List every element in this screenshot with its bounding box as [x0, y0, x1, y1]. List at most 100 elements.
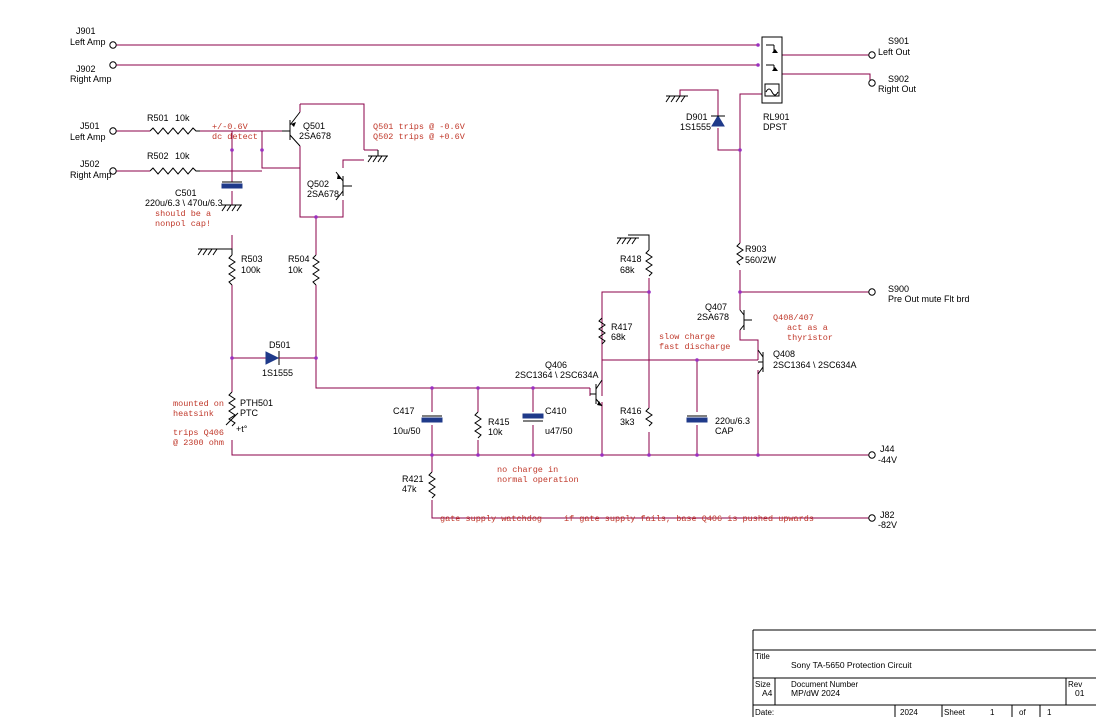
- ground-symbol: [367, 150, 388, 163]
- svg-text:Right Out: Right Out: [878, 84, 917, 94]
- capacitor-c417: C417 10u/50: [393, 406, 443, 436]
- title-value: Sony TA-5650 Protection Circuit: [791, 660, 912, 670]
- svg-text:Q408/407: Q408/407: [773, 313, 814, 323]
- svg-text:+/-0.6V: +/-0.6V: [212, 122, 249, 132]
- svg-text:10k: 10k: [488, 427, 503, 437]
- resistor-r418: R418 68k: [620, 249, 653, 277]
- svg-text:nonpol cap!: nonpol cap!: [155, 219, 211, 229]
- svg-text:68k: 68k: [611, 332, 626, 342]
- ground-symbol: [221, 204, 242, 212]
- title-label: Title: [755, 652, 770, 661]
- svg-text:S900: S900: [888, 284, 909, 294]
- svg-text:2SA678: 2SA678: [697, 312, 729, 322]
- connector-s900[interactable]: S900 Pre Out mute Flt brd: [868, 284, 970, 304]
- svg-text:R418: R418: [620, 254, 642, 264]
- connector-j502[interactable]: J502 Right Amp: [70, 159, 117, 180]
- svg-text:Q407: Q407: [705, 302, 727, 312]
- connector-s901[interactable]: S901 Left Out: [868, 36, 911, 59]
- svg-text:Q502: Q502: [307, 179, 329, 189]
- svg-text:10k: 10k: [175, 113, 190, 123]
- svg-text:S901: S901: [888, 36, 909, 46]
- svg-text:Q501 trips @ -0.6V: Q501 trips @ -0.6V: [373, 122, 466, 132]
- resistor-r903: R903 560/2W: [736, 242, 777, 266]
- date-label: Date:: [755, 708, 774, 717]
- of-label: of: [1019, 708, 1026, 717]
- resistor-r421: R421 47k: [402, 471, 436, 499]
- svg-text:J902: J902: [76, 64, 96, 74]
- thermistor-pth501: PTH501 PTC +t°: [225, 391, 273, 434]
- note-dc-detect: +/-0.6V dc detect: [212, 122, 258, 142]
- svg-text:-82V: -82V: [878, 520, 897, 530]
- svg-text:C501: C501: [175, 188, 197, 198]
- note-thyristor: Q408/407 act as a thyristor: [773, 313, 833, 343]
- svg-text:R421: R421: [402, 474, 424, 484]
- rev-value: 01: [1075, 688, 1085, 698]
- svg-text:S902: S902: [888, 74, 909, 84]
- svg-text:R417: R417: [611, 322, 633, 332]
- svg-text:1S1555: 1S1555: [262, 368, 293, 378]
- connector-j902[interactable]: J902 Right Amp: [70, 61, 117, 84]
- svg-text:no charge in: no charge in: [497, 465, 558, 475]
- svg-text:Right Amp: Right Amp: [70, 74, 112, 84]
- svg-text:Left Amp: Left Amp: [70, 132, 106, 142]
- capacitor-c410: C410 u47/50: [522, 406, 573, 436]
- svg-text:J502: J502: [80, 159, 100, 169]
- svg-text:RL901: RL901: [763, 112, 790, 122]
- svg-text:mounted on: mounted on: [173, 399, 224, 409]
- svg-text:R502: R502: [147, 151, 169, 161]
- svg-text:J501: J501: [80, 121, 100, 131]
- svg-text:u47/50: u47/50: [545, 426, 573, 436]
- svg-text:2SA678: 2SA678: [307, 189, 339, 199]
- svg-text:D501: D501: [269, 340, 291, 350]
- capacitor-220u: 220u/6.3 CAP: [686, 415, 750, 436]
- svg-text:Q406: Q406: [545, 360, 567, 370]
- transistor-q501: Q501 2SA678: [282, 111, 331, 147]
- svg-text:normal operation: normal operation: [497, 475, 579, 485]
- svg-text:2SA678: 2SA678: [299, 131, 331, 141]
- svg-text:+t°: +t°: [236, 424, 248, 434]
- resistor-r504: R504 10k: [288, 254, 320, 286]
- svg-text:10k: 10k: [288, 265, 303, 275]
- svg-text:DPST: DPST: [763, 122, 788, 132]
- connector-j44[interactable]: J44 -44V: [868, 444, 897, 465]
- ground-symbol: [665, 95, 688, 103]
- svg-text:Q408: Q408: [773, 349, 795, 359]
- svg-text:PTH501: PTH501: [240, 398, 273, 408]
- svg-text:act as a: act as a: [787, 323, 828, 333]
- svg-text:Q501: Q501: [303, 121, 325, 131]
- relay-rl901: RL901 DPST: [761, 36, 790, 132]
- svg-text:fast discharge: fast discharge: [659, 342, 730, 352]
- sheet-label: Sheet: [944, 708, 966, 717]
- svg-text:J44: J44: [880, 444, 895, 454]
- diode-d901: D901 1S1555: [680, 112, 725, 132]
- resistor-r502: R502 10k: [147, 151, 200, 175]
- svg-text:Left Out: Left Out: [878, 47, 911, 57]
- resistor-r503: R503 100k: [228, 254, 263, 286]
- note-trips-q406: trips Q406 @ 2300 ohm: [173, 428, 224, 448]
- svg-text:560/2W: 560/2W: [745, 255, 777, 265]
- note-trip-thresholds: Q501 trips @ -0.6V Q502 trips @ +0.6V: [373, 122, 466, 142]
- svg-text:10u/50: 10u/50: [393, 426, 421, 436]
- svg-text:47k: 47k: [402, 484, 417, 494]
- svg-text:1S1555: 1S1555: [680, 122, 711, 132]
- connector-s902[interactable]: S902 Right Out: [868, 74, 917, 94]
- svg-text:J901: J901: [76, 26, 96, 36]
- capacitor-c501: C501 220u/6.3 \ 470u/6.3: [145, 181, 243, 208]
- resistor-r501: R501 10k: [147, 113, 200, 135]
- resistor-r415: R415 10k: [474, 411, 510, 439]
- svg-text:R903: R903: [745, 244, 767, 254]
- junction-dots: [230, 43, 760, 457]
- connector-j82[interactable]: J82 -82V: [868, 510, 897, 530]
- svg-text:R503: R503: [241, 254, 263, 264]
- connector-j501[interactable]: J501 Left Amp: [70, 121, 117, 142]
- svg-text:slow charge: slow charge: [659, 332, 715, 342]
- svg-text:PTC: PTC: [240, 408, 259, 418]
- svg-text:220u/6.3 \ 470u/6.3: 220u/6.3 \ 470u/6.3: [145, 198, 223, 208]
- svg-text:Q502 trips @ +0.6V: Q502 trips @ +0.6V: [373, 132, 466, 142]
- transistor-q408: Q408 2SC1364 \ 2SC634A: [757, 349, 857, 375]
- svg-text:2SC1364 \ 2SC634A: 2SC1364 \ 2SC634A: [515, 370, 599, 380]
- svg-text:CAP: CAP: [715, 426, 734, 436]
- connector-j901[interactable]: J901 Left Amp: [70, 26, 117, 49]
- transistor-q406: Q406 2SC1364 \ 2SC634A: [515, 360, 603, 407]
